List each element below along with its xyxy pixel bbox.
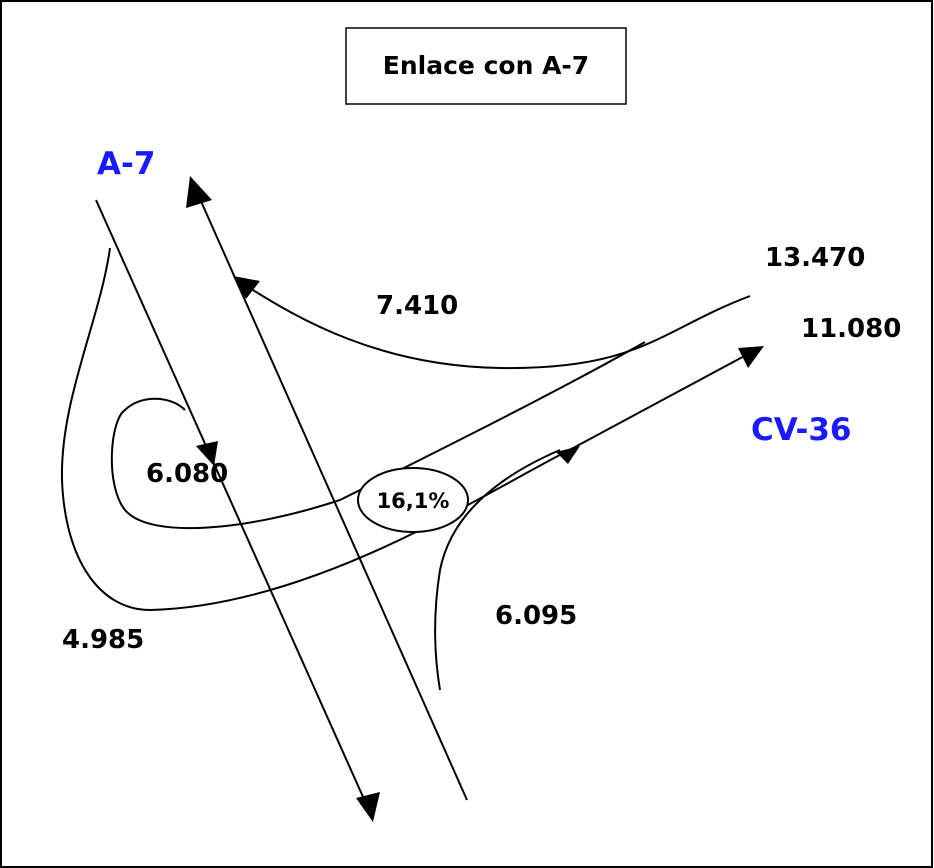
a7-northbound-line (195, 189, 468, 801)
value-7410: 7.410 (376, 291, 458, 321)
value-6080: 6.080 (146, 459, 228, 489)
ramp-7410-arrowhead (233, 276, 260, 299)
road-label-a7: A-7 (97, 146, 155, 182)
grade-label: 16,1% (377, 489, 450, 513)
a7-south-arrowhead-mid (196, 441, 218, 466)
a7-southbound-line (95, 199, 369, 809)
title-box (345, 27, 627, 105)
grade-ellipse (357, 467, 469, 533)
value-4985: 4.985 (62, 625, 144, 655)
a7-north-arrowhead-end (186, 176, 212, 208)
ramp-4985-arrowhead (556, 446, 580, 464)
ramp-6095-path (434, 449, 561, 691)
value-11080: 11.080 (801, 314, 901, 344)
diagram-title: Enlace con A-7 (383, 51, 589, 80)
ramp-13470-path (110, 341, 646, 530)
ramp-11080-arrowhead (738, 346, 764, 368)
value-13470: 13.470 (765, 243, 865, 273)
road-label-cv36: CV-36 (751, 412, 852, 448)
a7-south-arrowhead-end (356, 792, 380, 822)
value-6095: 6.095 (495, 601, 577, 631)
ramp-7410-path (244, 284, 751, 370)
ramp-11080-line (574, 352, 751, 448)
